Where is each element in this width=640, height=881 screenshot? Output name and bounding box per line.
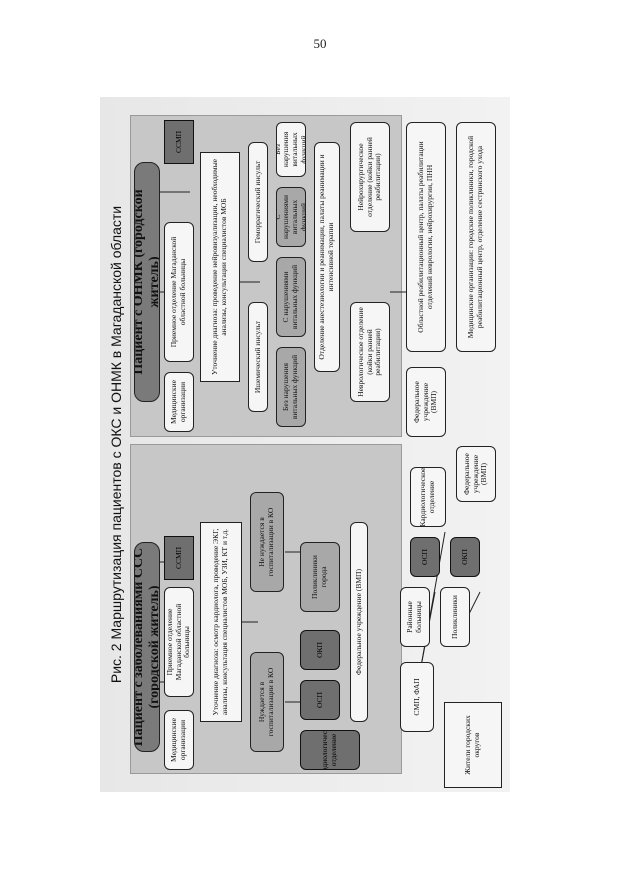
regional-fed-box: Федеральное учреждение (ВМП) — [456, 446, 496, 502]
regional-sfap-box: СМП, ФАП — [400, 662, 434, 732]
onmk-fed-box: Федеральное учреждение (ВМП) — [406, 367, 446, 437]
onmk-s-narush-h-box: С нарушениями витальных функций — [276, 187, 306, 247]
onmk-priemnoe-box: Приемное отделение Магаданской областной… — [164, 222, 194, 362]
oks-kardio-box: Кардиологическое отделение — [300, 730, 360, 770]
oks-priemnoe-box: Приемное отделение Магаданской областной… — [164, 587, 194, 697]
oks-fed-box: Федеральное учреждение (ВМП) — [350, 522, 368, 722]
routing-figure: Рис. 2 Маршрутизация пациентов с ОКС и О… — [100, 62, 540, 822]
oks-poliklinika-box: Поликлиники города — [300, 542, 340, 612]
oks-ne-nuzhd-box: Не нуждается в госпитализации в КО — [250, 492, 284, 592]
oks-diagnoz-box: Уточнение диагноза: осмотр кардиолога, п… — [200, 522, 242, 722]
regional-poliklinika-box: Поликлиники — [440, 587, 470, 647]
regional-kardio-box: Кардиологическое отделение — [410, 467, 446, 527]
onmk-bez-narush-h-box: Без нарушения витальных функций — [276, 122, 306, 177]
onmk-neyrokhir-box: Нейрохирургическое отделение (койки ранн… — [350, 122, 390, 232]
regional-osp-box: ОСП — [410, 537, 440, 577]
onmk-hemorrhagic-box: Геморрагический инсульт — [248, 142, 268, 262]
oks-osp-box: ОСП — [300, 680, 340, 720]
onmk-anest-box: Отделение анестезиологии и реанимации, п… — [314, 142, 340, 372]
onmk-ssmp-box: ССМП — [164, 120, 194, 164]
oks-nuzhd-box: Нуждается в госпитализации в КО — [250, 652, 284, 752]
oks-okp-box: ОКП — [300, 630, 340, 670]
onmk-reab-box: Областной реабилитационный центр, палаты… — [406, 122, 446, 352]
regional-okp-box: ОКП — [450, 537, 480, 577]
oks-title-box: Пациент с заболеваниями ССС (городской ж… — [134, 542, 160, 752]
oks-med-org-box: Медицинские организации — [164, 710, 194, 770]
page-number: 50 — [313, 36, 327, 51]
regional-residents-box: Жители городских округов — [444, 702, 502, 788]
onmk-med-org-box: Медицинские организации — [164, 372, 194, 432]
oks-ssmp-box: ССМП — [164, 536, 194, 580]
onmk-nevro-box: Неврологическое отделение (койки ранней … — [350, 302, 390, 402]
onmk-s-narush-i-box: С нарушениями витальных функций — [276, 257, 306, 337]
onmk-title-box: Пациент с ОНМК (городской житель) — [134, 162, 160, 402]
regional-rayonnye-box: Районные больницы — [400, 587, 430, 647]
onmk-diagnoz-box: Уточнение диагноза: проведение нейровизу… — [200, 152, 240, 382]
onmk-polikl-box: Медицинские организации: городские полик… — [456, 122, 496, 352]
onmk-ischemic-box: Ишемический инсульт — [248, 302, 268, 412]
onmk-bez-narush-i-box: Без нарушения витальных функций — [276, 347, 306, 427]
